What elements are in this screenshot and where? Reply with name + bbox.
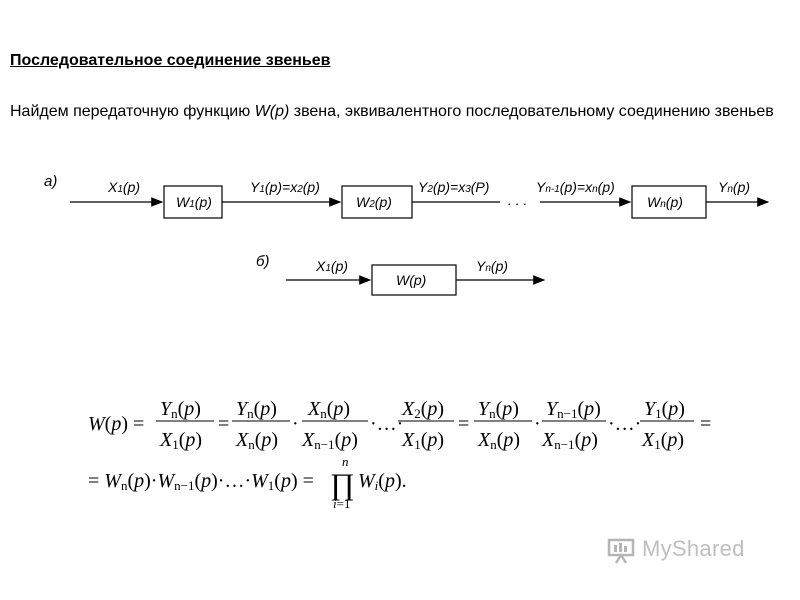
watermark-logo: MyShared (606, 534, 745, 564)
svg-text:X1(p): X1(p) (159, 429, 202, 452)
block-w (371, 264, 457, 296)
signal-b-x1: X1(p) (315, 258, 348, 274)
svg-text:=: = (218, 413, 229, 435)
svg-text:Xn(p): Xn(p) (235, 429, 278, 452)
signal-yn1-xn: Yn-1(p)=xn(p) (536, 179, 615, 195)
svg-text:·…·: ·…· (608, 413, 641, 435)
svg-text:·: · (534, 413, 541, 435)
svg-text:Xn−1(p): Xn−1(p) (301, 429, 358, 452)
svg-text:= Wn(p)·Wn−1(p)·…·W1(p) =: = Wn(p)·Wn−1(p)·…·W1(p) = (88, 470, 314, 493)
signal-y2-x3: Y2(p)=x3(P) (418, 179, 489, 195)
frac-yn-x1: Yn(p) X1(p) (156, 398, 214, 452)
frac-xn-xn1: Xn(p) Xn−1(p) (301, 398, 368, 452)
formula-line-2: = Wn(p)·Wn−1(p)·…·W1(p) = n ∏ i=1 Wi(p). (88, 454, 407, 511)
ellipsis-dots: . . . (508, 192, 527, 208)
svg-text:·: · (292, 413, 299, 435)
svg-text:Yn−1(p): Yn−1(p) (546, 398, 601, 421)
block-w2-label: W2(p) (356, 194, 392, 210)
svg-text:n: n (342, 454, 349, 469)
svg-text:W(p) =: W(p) = (88, 413, 144, 435)
presentation-board-icon (607, 538, 635, 564)
svg-text:·…·: ·…· (370, 413, 403, 435)
intro-text: Найдем передаточную функцию W(p) звена, … (10, 100, 780, 124)
svg-text:Y1(p): Y1(p) (644, 398, 685, 421)
block-w-label: W(p) (396, 272, 426, 288)
frac-yn-xn: Yn(p) Xn(p) (232, 398, 290, 452)
svg-text:=: = (458, 413, 469, 435)
diagram-b-label: б) (256, 253, 269, 270)
frac-yn1-xn1: Yn−1(p) Xn−1(p) (541, 398, 606, 452)
signal-x1: X1(p) (107, 179, 140, 195)
diagram-a-label: а) (44, 173, 57, 190)
signal-b-yn: Yn(p) (476, 258, 508, 274)
page-title: Последовательное соединение звеньев (10, 52, 331, 69)
frac-x2-x1: X2(p) X1(p) (398, 398, 454, 452)
svg-text:X2(p): X2(p) (401, 398, 444, 421)
svg-text:Xn−1(p): Xn−1(p) (541, 429, 598, 452)
frac-yn-xn-2: Yn(p) Xn(p) (474, 398, 532, 452)
intro-part1: Найдем передаточную функцию (10, 103, 255, 120)
signal-yn: Yn(p) (718, 179, 750, 195)
svg-text:=: = (700, 413, 711, 435)
svg-text:∏: ∏ (330, 468, 355, 501)
svg-text:Xn(p): Xn(p) (477, 429, 520, 452)
svg-text:X1(p): X1(p) (641, 429, 684, 452)
frac-y1-x1: Y1(p) X1(p) (640, 398, 694, 452)
svg-text:Xn(p): Xn(p) (307, 398, 350, 421)
svg-text:Wi(p).: Wi(p). (358, 470, 407, 493)
svg-text:Yn(p): Yn(p) (478, 398, 519, 421)
svg-text:Yn(p): Yn(p) (236, 398, 277, 421)
intro-part2: звена, эквивалентного последовательному … (289, 103, 774, 120)
intro-function: W(p) (254, 103, 290, 120)
block-w1-label: W1(p) (176, 194, 212, 210)
svg-text:X1(p): X1(p) (401, 429, 444, 452)
formula-line-1: W(p) = Yn(p) X1(p) = Yn(p) Xn(p) · Xn(p)… (88, 398, 711, 452)
signal-y1-x2: Y1(p)=x2(p) (250, 179, 320, 195)
block-wn-label: Wn(p) (647, 194, 683, 210)
svg-text:Yn(p): Yn(p) (160, 398, 201, 421)
watermark-text: MyShared (642, 536, 745, 561)
svg-text:i=1: i=1 (333, 496, 350, 511)
